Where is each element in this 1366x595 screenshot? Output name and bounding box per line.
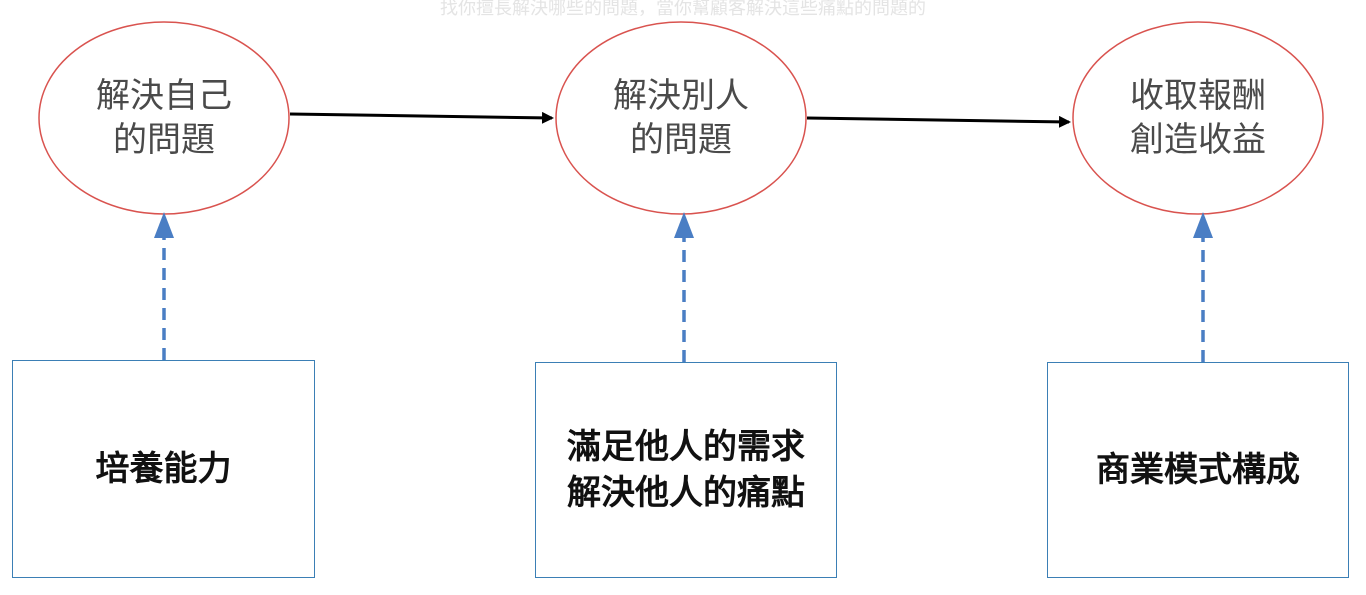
box-line: 培養能力	[95, 449, 232, 489]
faint-caption: 找你擅長解決哪些的問題，當你幫顧客解決這些痛點的問題的	[440, 0, 926, 19]
box-line: 商業模式構成	[1096, 450, 1300, 490]
ellipse-line: 收取報酬	[1130, 76, 1266, 116]
ellipse-label-reward: 收取報酬 創造收益	[1088, 62, 1308, 174]
box-meet-needs: 滿足他人的需求 解決他人的痛點	[535, 362, 837, 578]
ellipse-line: 解決自己	[96, 76, 232, 116]
dashed-arrowhead-ability	[154, 212, 174, 238]
ellipse-solve-others-problems	[555, 21, 807, 215]
box-line: 滿足他人的需求	[567, 427, 805, 467]
arrow-own-to-others	[289, 111, 554, 124]
arrow-others-to-reward	[806, 115, 1071, 128]
ellipse-line: 的問題	[113, 120, 215, 160]
dashed-arrowhead-needs	[674, 212, 694, 238]
ellipse-line: 解決別人	[613, 76, 749, 116]
ellipse-label-solve-others: 解決別人 的問題	[571, 62, 791, 174]
box-business-model: 商業模式構成	[1047, 362, 1349, 578]
ellipse-line: 的問題	[630, 120, 732, 160]
box-cultivate-ability: 培養能力	[12, 360, 315, 578]
ellipse-label-solve-own: 解決自己 的問題	[54, 62, 274, 174]
ellipse-line: 創造收益	[1130, 120, 1266, 160]
box-line: 解決他人的痛點	[567, 473, 805, 513]
dashed-arrowhead-business	[1193, 212, 1213, 238]
ellipse-collect-reward	[1072, 21, 1324, 215]
